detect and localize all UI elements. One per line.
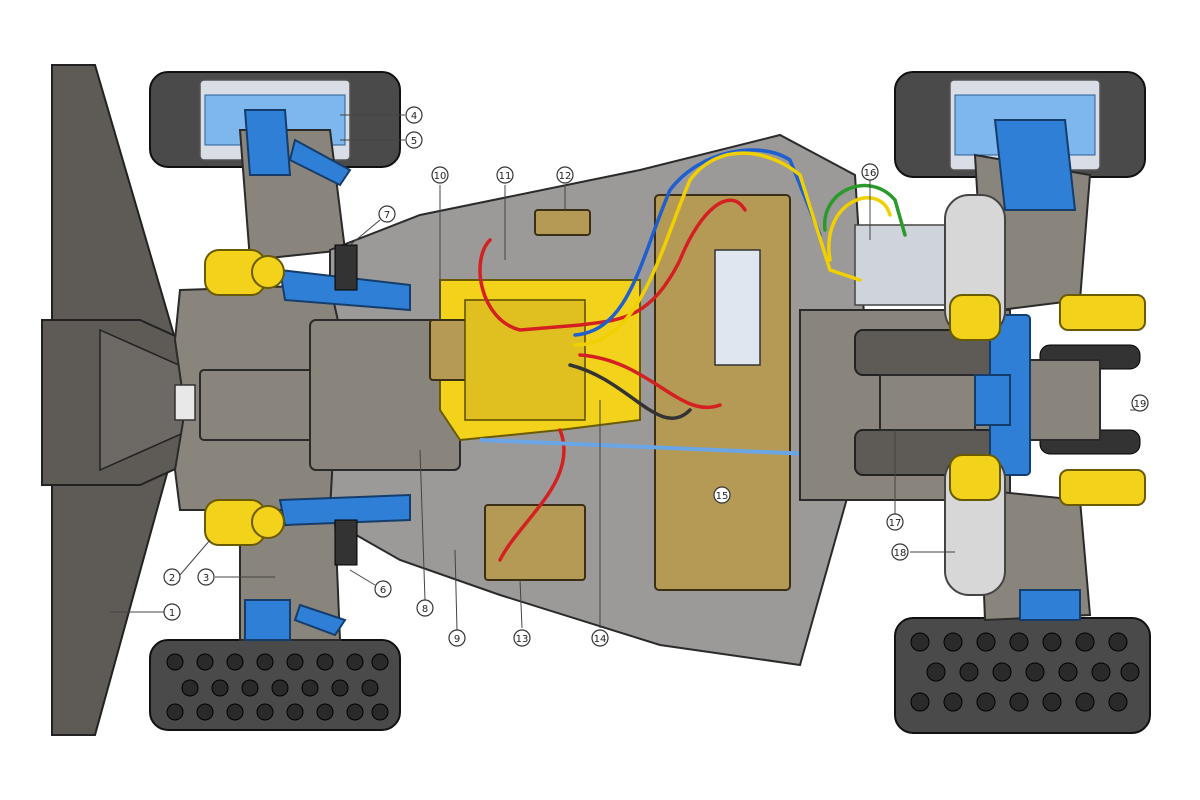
callout-4: 4 [405, 106, 423, 124]
rear-gearbox [173, 283, 461, 511]
callout-1: 1 [163, 603, 181, 621]
front-shock-top [944, 194, 1146, 341]
callout-18: 18 [891, 543, 909, 561]
callout-1-label: 1 [169, 608, 175, 619]
callout-5-label: 5 [411, 136, 417, 147]
switch-bracket [854, 224, 951, 306]
front-frame [799, 309, 1011, 501]
callout-4-label: 4 [411, 111, 417, 122]
steering-rod [479, 438, 836, 457]
callout-19: 19 [1131, 394, 1149, 412]
callout-8: 8 [416, 599, 434, 617]
callout-19-label: 19 [1134, 399, 1147, 410]
callout-7: 7 [378, 205, 396, 223]
callout-2-label: 2 [169, 573, 175, 584]
leader-lines [110, 114, 1140, 631]
callout-15-label: 15 [716, 491, 729, 502]
callout-5: 5 [405, 131, 423, 149]
callout-13-label: 13 [516, 634, 529, 645]
rear-shock-bottom [204, 499, 285, 546]
callout-8-label: 8 [422, 604, 428, 615]
callout-12-label: 12 [559, 171, 572, 182]
callout-2: 2 [163, 568, 181, 586]
callout-17-label: 17 [889, 518, 902, 529]
callout-6: 6 [374, 580, 392, 598]
speed-controller [429, 279, 641, 442]
callout-14: 14 [591, 629, 609, 647]
callout-16-label: 16 [864, 168, 877, 179]
callout-7-label: 7 [384, 210, 390, 221]
rear-tire-bottom [149, 639, 401, 731]
wiring [478, 148, 907, 562]
front-shock-bottom [944, 454, 1146, 596]
callouts: 1 2 3 4 5 6 7 8 9 10 11 12 13 14 15 16 1… [163, 106, 1149, 647]
callout-9-label: 9 [454, 634, 460, 645]
rear-shock-top [204, 249, 285, 296]
front-bumper [1019, 344, 1141, 455]
callout-18-label: 18 [894, 548, 907, 559]
callout-10: 10 [431, 166, 449, 184]
callout-11: 11 [496, 166, 514, 184]
rear-wing [41, 64, 196, 736]
servo [534, 209, 591, 236]
front-suspension-arms [973, 119, 1092, 622]
front-tire-bottom [894, 617, 1151, 734]
callout-13: 13 [513, 629, 531, 647]
callout-9: 9 [448, 629, 466, 647]
rear-drive-boots [334, 244, 358, 566]
callout-11-label: 11 [499, 171, 512, 182]
receiver [484, 504, 586, 581]
callout-14-label: 14 [594, 634, 607, 645]
callout-15: 15 [713, 486, 731, 504]
callout-3-label: 3 [203, 573, 209, 584]
callout-16: 16 [861, 163, 879, 181]
battery-pack [654, 194, 791, 591]
callout-10-label: 10 [434, 171, 447, 182]
callout-17: 17 [886, 513, 904, 531]
callout-12: 12 [556, 166, 574, 184]
callout-3: 3 [197, 568, 215, 586]
callout-6-label: 6 [380, 585, 386, 596]
